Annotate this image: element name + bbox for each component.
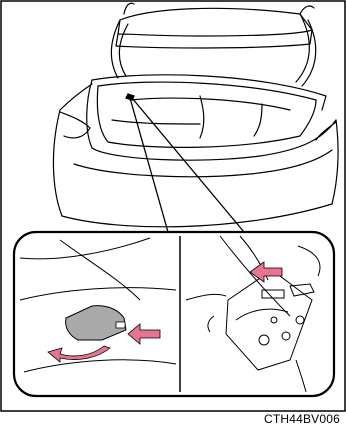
car-rear-drawing	[53, 3, 338, 227]
callout-box	[14, 232, 334, 396]
cover-tab	[116, 322, 125, 328]
figure-code-label: CTH44BV006	[264, 412, 340, 426]
callout-pointer	[126, 94, 244, 232]
